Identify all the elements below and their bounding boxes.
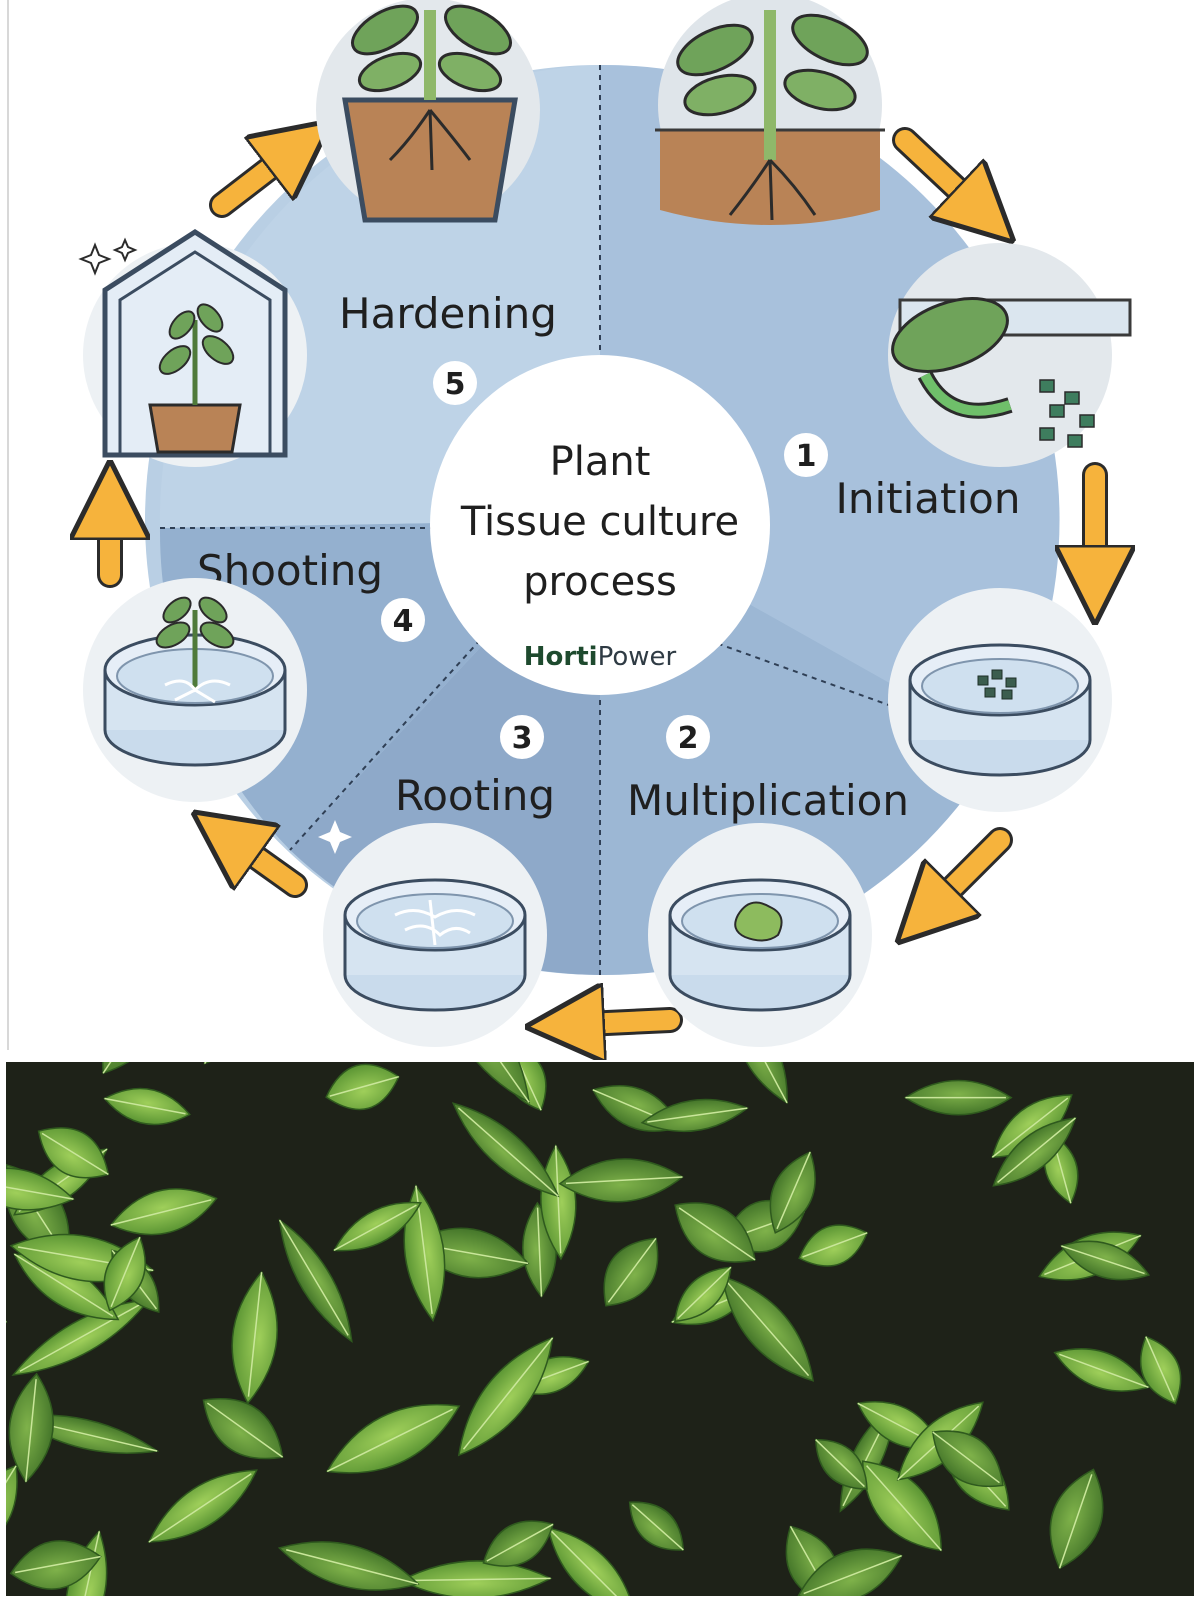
stage-4-number: 4	[393, 604, 414, 639]
stage-1-number: 1	[796, 439, 817, 474]
leaf-vein	[554, 1145, 562, 1254]
stage-4: 4 Shooting	[197, 546, 425, 642]
shooting-dish-icon	[83, 578, 307, 802]
stage-3: 3 Rooting	[395, 715, 555, 820]
cycle-arrows	[110, 140, 1095, 1025]
leaf-vein	[802, 1232, 868, 1258]
leaf-vein	[278, 1219, 349, 1336]
leaf-vein	[803, 1555, 902, 1595]
leaf-vein	[1059, 1353, 1149, 1389]
leaf-vein	[41, 1132, 109, 1176]
callus-dish-icon	[648, 823, 872, 1047]
leaf-vein	[815, 1439, 865, 1488]
leaf-vein	[1145, 1336, 1175, 1401]
leaf-vein	[442, 1062, 530, 1103]
stage-1-label: Initiation	[835, 474, 1020, 523]
cycle-arrow-icon	[565, 1020, 680, 1025]
stage-5-label: Hardening	[339, 289, 557, 338]
leaf-vein	[457, 1107, 559, 1197]
stage-1: 1 Initiation	[784, 433, 1021, 523]
stage-3-label: Rooting	[395, 771, 555, 820]
cycle-arrow-icon	[212, 145, 300, 215]
leaf-vein	[19, 1298, 150, 1372]
tissue-culture-cycle-diagram: Plant Tissue culture process HortiPower …	[7, 0, 1200, 1060]
rooting-dish-icon	[318, 820, 547, 1047]
stage-5: 5 Hardening	[339, 289, 557, 405]
leaf-vein	[677, 1266, 732, 1320]
cycle-arrow-icon	[225, 835, 305, 895]
stage-5-number: 5	[445, 367, 466, 402]
center-title-line-1: Plant	[550, 439, 651, 485]
center-circle: Plant Tissue culture process HortiPower	[430, 355, 770, 695]
leaf-vein	[734, 1062, 788, 1104]
leaf-vein	[776, 1151, 811, 1230]
stage-3-number: 3	[512, 721, 533, 756]
leaf-vein	[286, 1549, 419, 1585]
cycle-arrow-icon	[925, 830, 1010, 915]
leaf-vein	[991, 1097, 1069, 1158]
leaf-vein	[25, 1379, 37, 1482]
stage-2-label: Multiplication	[627, 776, 909, 825]
leaf-shape	[6, 1464, 18, 1562]
leaf-vein	[6, 1179, 74, 1200]
leaf-vein	[13, 1253, 114, 1317]
leaf-vein	[206, 1402, 284, 1458]
leaf-vein	[110, 1199, 212, 1226]
leaf-vein	[678, 1207, 756, 1261]
leaf-vein	[462, 1337, 554, 1450]
leaf-vein	[721, 1276, 810, 1377]
leaf-vein	[1058, 1474, 1093, 1569]
leaf-vein	[1061, 1245, 1145, 1275]
leaf-vein	[932, 1431, 1000, 1484]
leaf-vein	[547, 1527, 632, 1596]
leaf-vein	[73, 1531, 101, 1596]
leaf-vein	[333, 1204, 417, 1251]
leaf-vein	[6, 1465, 17, 1556]
leaf-vein	[486, 1523, 554, 1562]
leaf-vein	[866, 1465, 942, 1551]
petri-dish-icon	[888, 588, 1112, 812]
leaf-cutting-icon	[888, 243, 1132, 467]
brand-logo: HortiPower	[524, 642, 677, 672]
leaf-vein	[631, 1504, 684, 1551]
stage-2-number: 2	[678, 721, 699, 756]
cycle-arrow-icon	[895, 130, 985, 215]
leaf-vein	[647, 1107, 748, 1123]
leafy-seedlings-photo	[6, 1062, 1194, 1596]
leaf-vein	[110, 1236, 141, 1308]
leaf-vein	[607, 1237, 657, 1303]
leaf-vein	[408, 1577, 551, 1582]
leaf-vein	[104, 1097, 186, 1115]
leaf-vein	[247, 1272, 263, 1397]
leaf-vein	[326, 1408, 453, 1473]
leaf-vein	[15, 1555, 101, 1574]
center-title-line-2: Tissue culture	[460, 499, 739, 545]
stage-2: 2 Multiplication	[627, 715, 909, 825]
mother-plant-icon	[655, 0, 885, 225]
brand-regular: Power	[598, 642, 677, 672]
leaf-vein	[329, 1075, 399, 1097]
leaf-vein	[510, 1062, 542, 1111]
leaf-vein	[565, 1176, 683, 1185]
leaf-vein	[148, 1473, 252, 1543]
potted-plant-icon	[316, 0, 540, 223]
greenhouse-icon	[78, 229, 307, 467]
brand-bold: Horti	[524, 642, 598, 672]
center-title-line-3: process	[523, 559, 677, 605]
leaf-vein	[997, 1117, 1076, 1184]
leaf-vein	[536, 1207, 543, 1297]
